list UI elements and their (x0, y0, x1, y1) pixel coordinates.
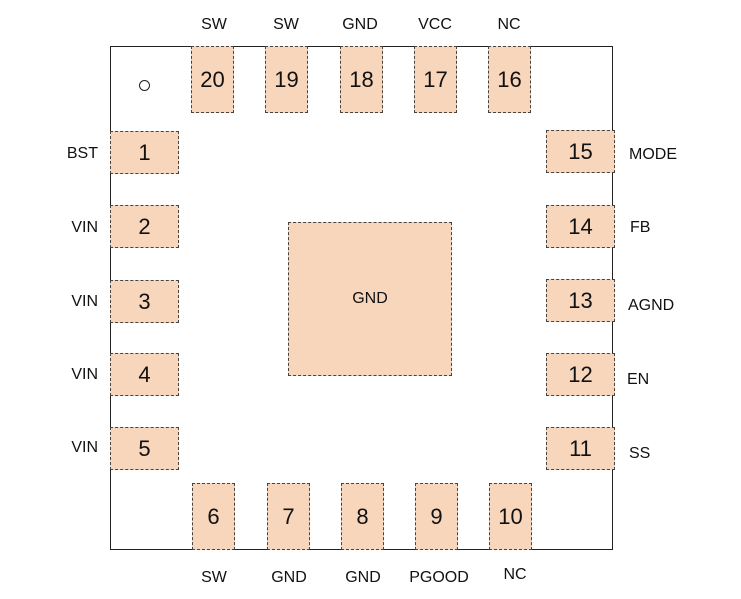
pin-11-label: SS (629, 445, 651, 462)
pad-number: 4 (138, 361, 151, 387)
pad-number: 17 (423, 66, 448, 92)
pad-7: 7 (267, 483, 310, 550)
exposed-pad-label: GND (352, 290, 388, 307)
pad-number: 3 (138, 288, 151, 314)
pin-14-label: FB (630, 219, 651, 236)
pad-9: 9 (415, 483, 458, 550)
pad-number: 8 (356, 503, 369, 529)
pin-4-label: VIN (71, 366, 98, 383)
pin-2-label: VIN (71, 219, 98, 236)
pin-8-label: GND (345, 569, 381, 586)
pad-2: 2 (110, 205, 179, 248)
pad-number: 15 (568, 138, 593, 164)
pad-20: 20 (191, 46, 234, 113)
pad-6: 6 (192, 483, 235, 550)
pin-16-label: NC (497, 16, 521, 33)
pad-number: 1 (138, 139, 151, 165)
pin-10-label: NC (503, 566, 527, 583)
pad-number: 19 (274, 66, 299, 92)
pad-number: 16 (497, 66, 522, 92)
pad-number: 11 (569, 435, 592, 461)
exposed-ground-pad: GND (288, 222, 452, 376)
pin-18-label: GND (342, 16, 378, 33)
pad-18: 18 (340, 46, 383, 113)
pad-19: 19 (265, 46, 308, 113)
pin-20-label: SW (201, 16, 227, 33)
pad-number: 5 (138, 435, 151, 461)
pad-1: 1 (110, 131, 179, 174)
pad-5: 5 (110, 427, 179, 470)
pad-number: 10 (498, 503, 523, 529)
pin-6-label: SW (201, 569, 227, 586)
pad-3: 3 (110, 280, 179, 323)
pad-number: 7 (282, 503, 295, 529)
pad-12: 12 (546, 353, 615, 396)
pad-number: 13 (568, 287, 593, 313)
pad-4: 4 (110, 353, 179, 396)
pin-15-label: MODE (629, 146, 677, 163)
pin-3-label: VIN (71, 293, 98, 310)
pad-17: 17 (414, 46, 457, 113)
pad-13: 13 (546, 279, 615, 322)
pin-5-label: VIN (71, 439, 98, 456)
pad-number: 14 (568, 213, 593, 239)
pin-19-label: SW (273, 16, 299, 33)
pad-14: 14 (546, 205, 615, 248)
pin-12-label: EN (627, 371, 650, 388)
pad-number: 12 (568, 361, 593, 387)
pin-13-label: AGND (628, 297, 675, 314)
pad-10: 10 (489, 483, 532, 550)
pad-number: 18 (349, 66, 374, 92)
pin-7-label: GND (271, 569, 307, 586)
pin-9-label: PGOOD (409, 569, 469, 586)
pad-number: 6 (207, 503, 220, 529)
pad-11: 11 (546, 427, 615, 470)
pad-number: 9 (430, 503, 443, 529)
pin-17-label: VCC (418, 16, 452, 33)
pin1-indicator-dot (139, 80, 150, 91)
pin-1-label: BST (66, 145, 98, 162)
pad-8: 8 (341, 483, 384, 550)
pad-number: 2 (138, 213, 151, 239)
pad-15: 15 (546, 130, 615, 173)
pad-16: 16 (488, 46, 531, 113)
pad-number: 20 (200, 66, 225, 92)
